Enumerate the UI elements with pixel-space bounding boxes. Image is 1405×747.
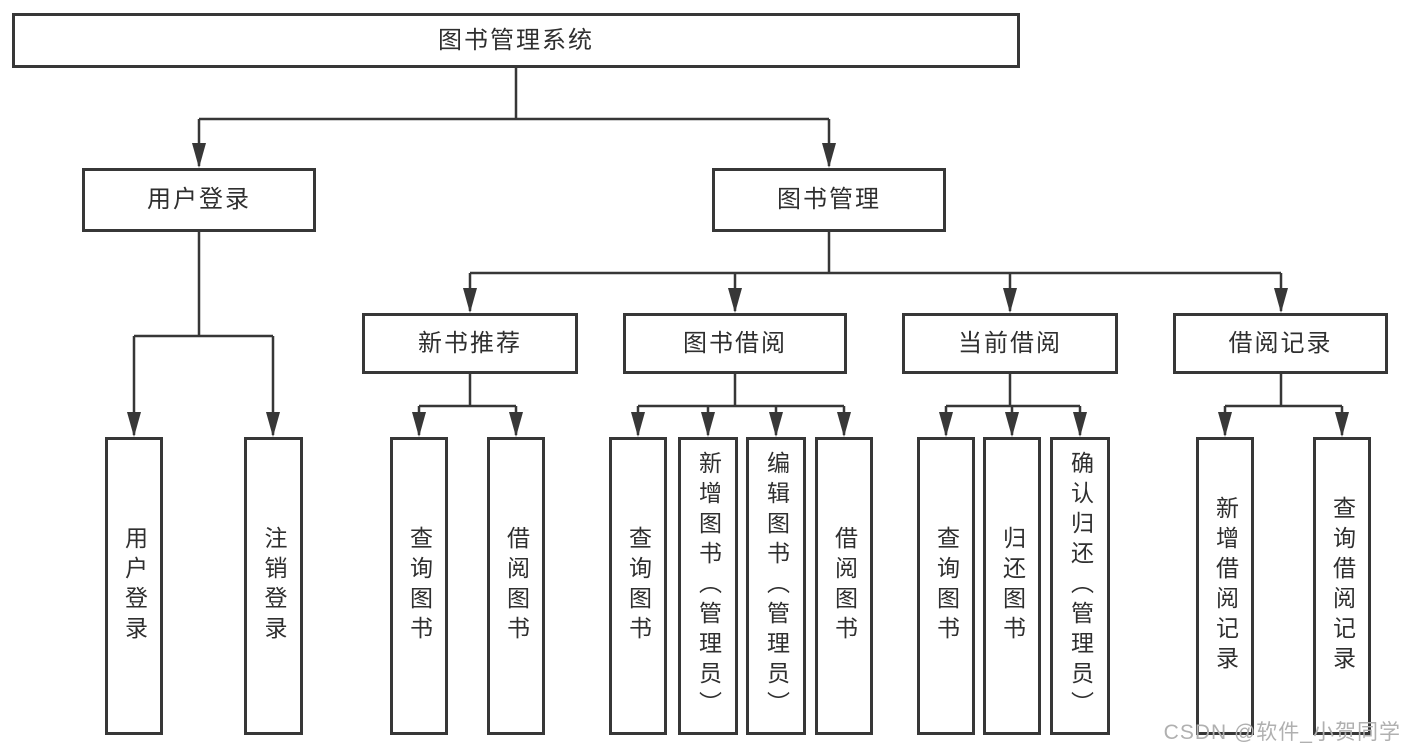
arrowhead-down-icon bbox=[701, 412, 715, 437]
arrowhead-down-icon bbox=[412, 412, 426, 437]
arrowhead-down-icon bbox=[1073, 412, 1087, 437]
connector-path bbox=[132, 68, 1344, 435]
leaf-rec-borrow-books: 借阅图书 bbox=[487, 437, 545, 735]
watermark: CSDN @软件_小贺同学 bbox=[1163, 721, 1401, 744]
node-borrow-records: 借阅记录 bbox=[1173, 313, 1388, 374]
node-new-book-recommend: 新书推荐 bbox=[362, 313, 578, 374]
arrowheads bbox=[127, 143, 1349, 437]
arrowhead-down-icon bbox=[769, 412, 783, 437]
node-current-borrow: 当前借阅 bbox=[902, 313, 1118, 374]
leaf-rec-query-books: 查询图书 bbox=[390, 437, 448, 735]
arrowhead-down-icon bbox=[1003, 288, 1017, 313]
arrowhead-down-icon bbox=[463, 288, 477, 313]
leaf-bb-query-books: 查询图书 bbox=[609, 437, 667, 735]
arrowhead-down-icon bbox=[1218, 412, 1232, 437]
leaf-cb-query-books: 查询图书 bbox=[917, 437, 975, 735]
leaf-cb-confirm-return-admin: 确认归还（管理员） bbox=[1050, 437, 1110, 735]
arrowhead-down-icon bbox=[939, 412, 953, 437]
arrowhead-down-icon bbox=[822, 143, 836, 168]
arrowhead-down-icon bbox=[192, 143, 206, 168]
leaf-cb-return-books: 归还图书 bbox=[983, 437, 1041, 735]
arrowhead-down-icon bbox=[837, 412, 851, 437]
arrowhead-down-icon bbox=[631, 412, 645, 437]
node-book-management: 图书管理 bbox=[712, 168, 946, 232]
node-root-system: 图书管理系统 bbox=[12, 13, 1020, 68]
arrowhead-down-icon bbox=[1005, 412, 1019, 437]
node-user-login: 用户登录 bbox=[82, 168, 316, 232]
arrowhead-down-icon bbox=[266, 412, 280, 437]
arrowhead-down-icon bbox=[127, 412, 141, 437]
node-book-borrow: 图书借阅 bbox=[623, 313, 847, 374]
arrowhead-down-icon bbox=[509, 412, 523, 437]
arrowhead-down-icon bbox=[1335, 412, 1349, 437]
leaf-bb-add-books-admin: 新增图书（管理员） bbox=[678, 437, 738, 735]
leaf-bb-borrow-books: 借阅图书 bbox=[815, 437, 873, 735]
leaf-logout: 注销登录 bbox=[244, 437, 303, 735]
leaf-br-add-record: 新增借阅记录 bbox=[1196, 437, 1254, 735]
arrowhead-down-icon bbox=[1274, 288, 1288, 313]
leaf-br-query-record: 查询借阅记录 bbox=[1313, 437, 1371, 735]
arrowhead-down-icon bbox=[728, 288, 742, 313]
leaf-user-login: 用户登录 bbox=[105, 437, 163, 735]
leaf-bb-edit-books-admin: 编辑图书（管理员） bbox=[746, 437, 806, 735]
